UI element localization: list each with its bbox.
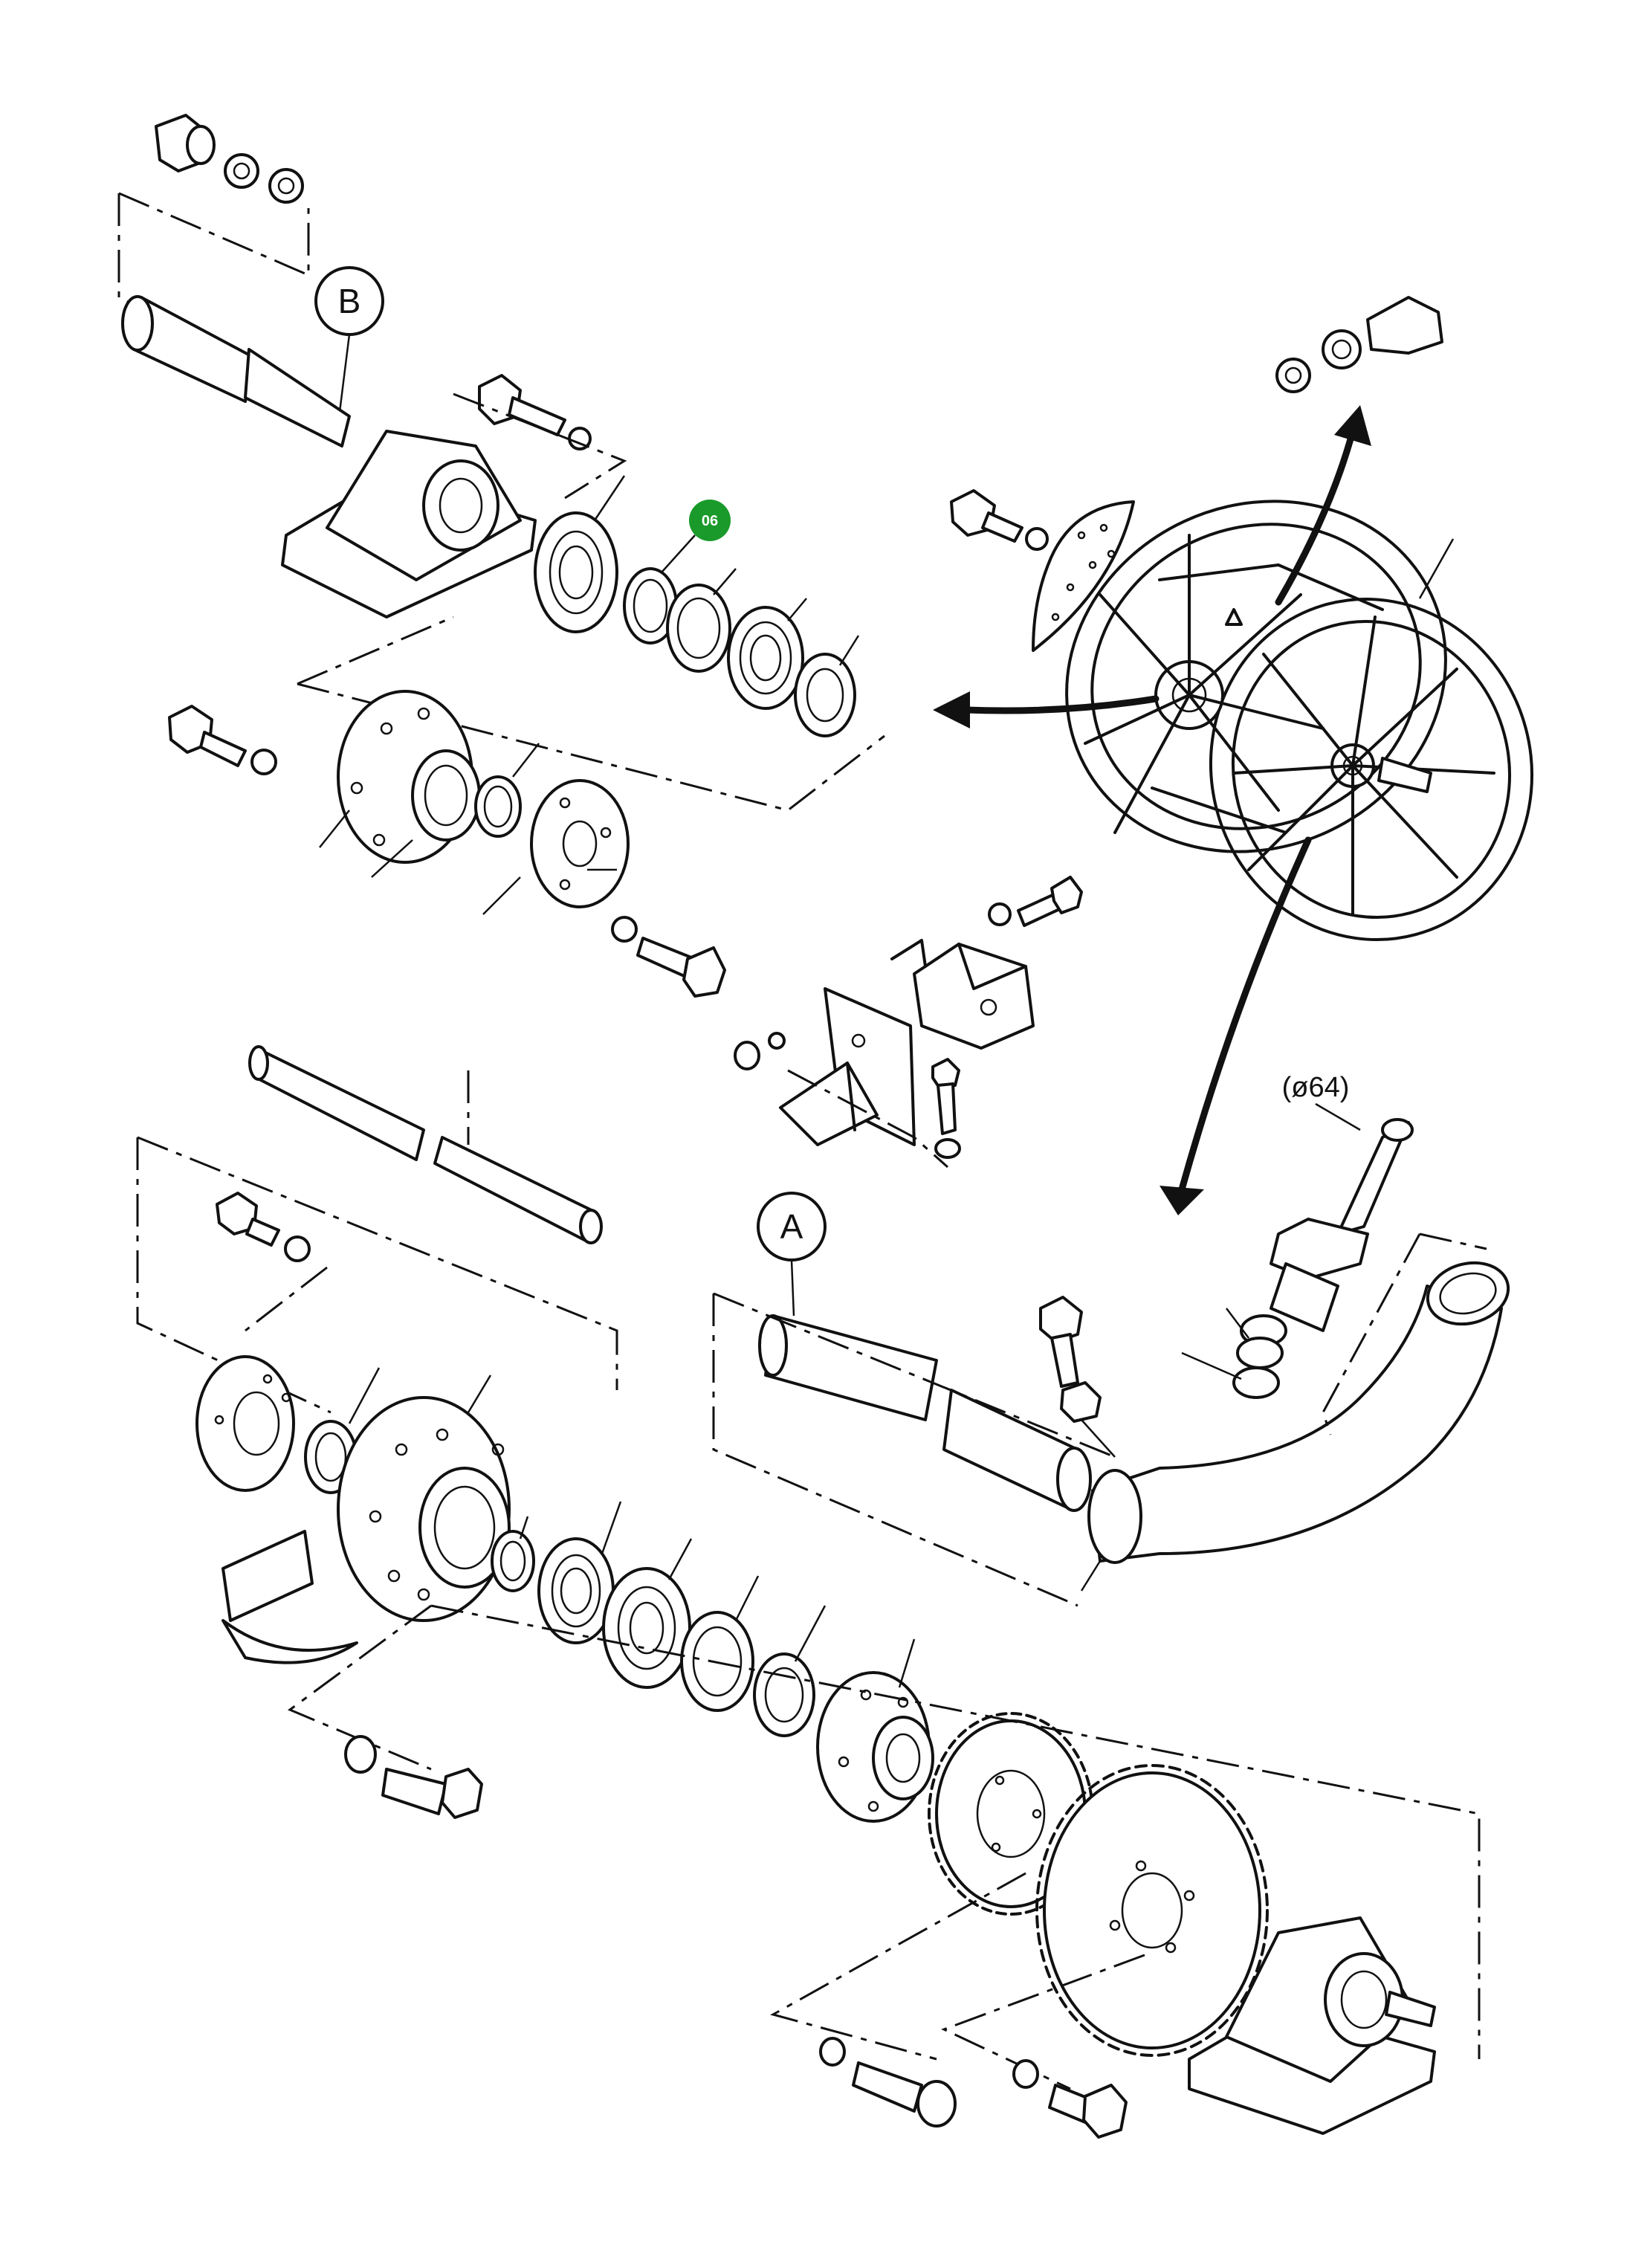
end-seal-top[interactable] bbox=[794, 653, 856, 737]
bearing-lower-1[interactable] bbox=[537, 1537, 615, 1644]
dimension-label: (ø64) bbox=[1282, 1072, 1350, 1103]
arrow-to-hose-swivel bbox=[1160, 836, 1312, 1215]
spacer-ring-upper[interactable] bbox=[474, 775, 522, 838]
valve-switch[interactable] bbox=[890, 939, 1035, 1050]
bolt-reel[interactable] bbox=[950, 489, 1049, 551]
o-ring-lower-2[interactable] bbox=[753, 1652, 815, 1737]
bolt-sprocket-large[interactable] bbox=[1012, 2059, 1128, 2139]
seal-flange-lower[interactable] bbox=[195, 1355, 295, 1492]
bolt-upper-right[interactable] bbox=[611, 916, 726, 998]
arrow-to-upper-assembly bbox=[933, 691, 1160, 728]
bolt-upper-left[interactable] bbox=[168, 705, 277, 775]
swivel-seals[interactable] bbox=[1232, 1314, 1287, 1399]
callout-b-label: B bbox=[338, 282, 361, 320]
shaft-b[interactable] bbox=[121, 295, 351, 448]
callout-a-label: A bbox=[780, 1207, 803, 1246]
bolt-top[interactable] bbox=[478, 374, 592, 450]
cover-plate-upper[interactable] bbox=[530, 779, 630, 908]
seal-ring-top[interactable] bbox=[666, 584, 731, 673]
perforated-cover-plate[interactable] bbox=[1032, 500, 1135, 652]
callout-b[interactable]: B bbox=[314, 266, 384, 336]
bolt-guard[interactable] bbox=[344, 1735, 483, 1819]
hose-fitting-top-left[interactable] bbox=[155, 114, 304, 204]
pillow-block-bearing-top[interactable] bbox=[281, 430, 537, 618]
flange-hub-lower[interactable] bbox=[337, 1396, 511, 1622]
bolt-lower-left[interactable] bbox=[216, 1192, 311, 1262]
bearing-lower-2[interactable] bbox=[602, 1567, 691, 1689]
bolt-shaft-a[interactable] bbox=[1039, 1296, 1102, 1423]
flange-seal-top[interactable] bbox=[534, 511, 618, 633]
bolt-bracket[interactable] bbox=[931, 1058, 961, 1159]
swivel-joint[interactable] bbox=[1270, 1118, 1414, 1332]
hose-reel-drum[interactable] bbox=[1009, 440, 1570, 976]
selected-part-badge[interactable]: 06 bbox=[689, 500, 731, 541]
nut-washer-valve[interactable] bbox=[734, 1032, 786, 1070]
pillow-block-bearing-bottom[interactable] bbox=[1188, 1916, 1436, 2135]
shaft-a[interactable] bbox=[758, 1314, 1092, 1512]
flange-hub-upper[interactable] bbox=[337, 690, 481, 864]
hose-fitting-top-right[interactable] bbox=[1275, 296, 1443, 393]
ball-bearing-top[interactable] bbox=[727, 606, 804, 710]
guard-shield[interactable] bbox=[221, 1530, 358, 1664]
bolt-valve[interactable] bbox=[988, 876, 1083, 927]
selected-part-label: 06 bbox=[702, 513, 718, 529]
mounting-bracket[interactable] bbox=[779, 987, 916, 1146]
callout-a[interactable]: A bbox=[757, 1192, 827, 1261]
end-hub-lower[interactable] bbox=[816, 1671, 934, 1823]
shaft-lower[interactable] bbox=[248, 1045, 603, 1244]
arrow-to-fitting bbox=[1275, 405, 1371, 606]
bolt-sprocket-small[interactable] bbox=[819, 2037, 957, 2128]
pipe-diameter-label: (ø64) bbox=[1282, 1072, 1350, 1103]
spacer-lower-1[interactable] bbox=[491, 1530, 535, 1592]
hose-elbow[interactable] bbox=[1087, 1254, 1515, 1564]
sprocket-large[interactable] bbox=[1035, 1764, 1269, 2057]
